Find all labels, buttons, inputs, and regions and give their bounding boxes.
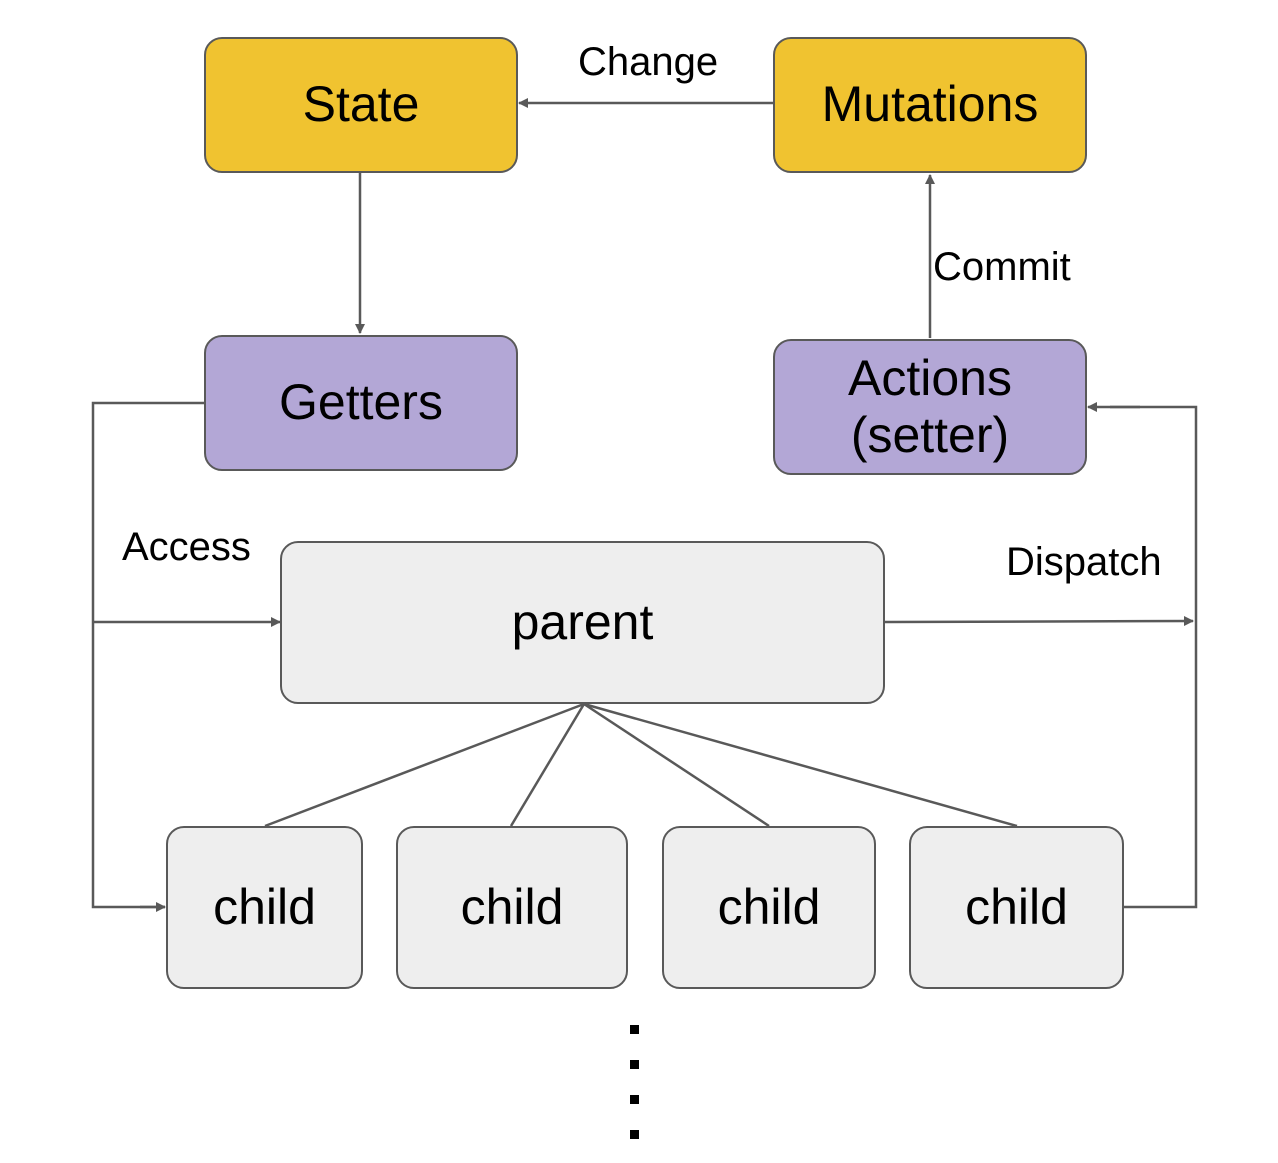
- parent-dispatch-arrow: [884, 616, 1194, 627]
- actions-node: Actions (setter): [773, 339, 1087, 475]
- child-node: child: [662, 826, 876, 989]
- ellipsis-dot: [630, 1060, 639, 1069]
- child-node: child: [909, 826, 1124, 989]
- child-label: child: [213, 878, 316, 935]
- getters-label: Getters: [279, 374, 443, 431]
- child-label: child: [965, 878, 1068, 935]
- parent-node: parent: [280, 541, 885, 704]
- ellipsis-dot: [630, 1130, 639, 1139]
- ellipsis-dot: [630, 1025, 639, 1034]
- mutations-label: Mutations: [821, 76, 1039, 133]
- state-label: State: [302, 76, 420, 133]
- tree-line-1: [264, 702, 585, 828]
- ellipsis-dot: [630, 1095, 639, 1104]
- access-edge-label: Access: [122, 525, 251, 569]
- actions-label-line2: (setter): [850, 407, 1010, 463]
- child-label: child: [717, 878, 821, 935]
- child-label: child: [460, 878, 564, 935]
- tree-line-2: [509, 703, 586, 827]
- child-node: child: [396, 826, 628, 989]
- parent-label: parent: [511, 593, 654, 650]
- mutations-node: Mutations: [773, 37, 1087, 173]
- actions-label-line1: Actions: [848, 349, 1012, 406]
- tree-line-4: [583, 702, 1018, 828]
- tree-line-3: [583, 702, 770, 828]
- child-dispatch-line: [1110, 405, 1198, 909]
- dispatch-edge-label: Dispatch: [1006, 540, 1162, 584]
- state-node: State: [204, 37, 518, 173]
- commit-edge-label: Commit: [933, 245, 1071, 289]
- change-edge-label: Change: [578, 40, 719, 84]
- access-line: [91, 401, 204, 909]
- getters-node: Getters: [204, 335, 518, 471]
- child-node: child: [166, 826, 363, 989]
